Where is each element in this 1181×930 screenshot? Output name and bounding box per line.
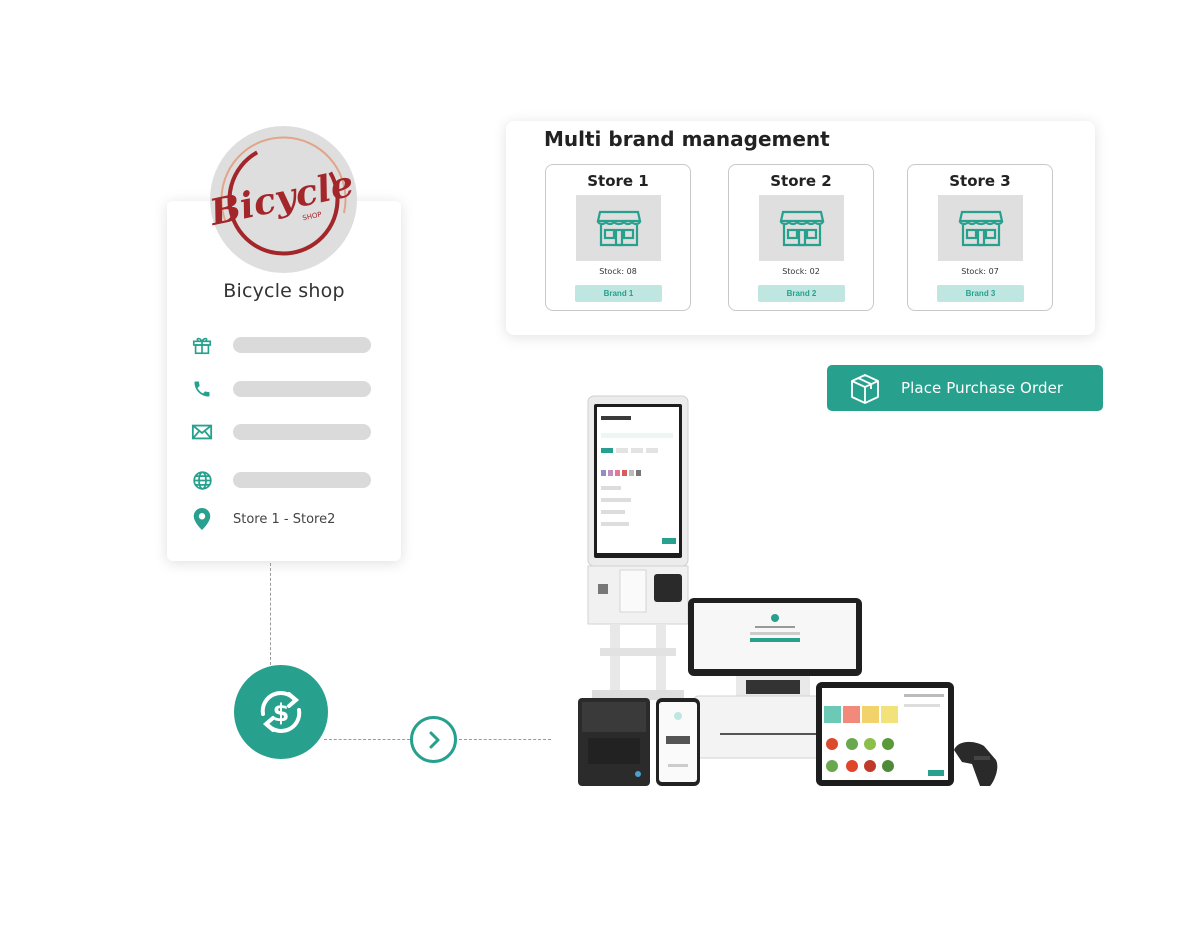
- bicycle-shop-logo: Bicycle SHOP: [210, 136, 357, 263]
- pos-terminal: [688, 598, 862, 759]
- pos-hardware-illustration: [570, 390, 1010, 795]
- info-row-gift: [190, 333, 380, 357]
- store-name: Store 3: [949, 172, 1011, 190]
- mobile-phone: [656, 698, 700, 786]
- phone-icon: [190, 377, 214, 401]
- connector-horizontal-1: [324, 739, 410, 740]
- globe-icon: [190, 468, 214, 492]
- logo-wordmark: Bicycle: [210, 163, 357, 235]
- store-card-3[interactable]: Store 3 Stock: 07 Brand 3: [907, 164, 1053, 311]
- barcode-scanner: [954, 741, 998, 786]
- next-arrow-button[interactable]: [410, 716, 457, 763]
- store-stock: Stock: 08: [599, 267, 637, 276]
- shop-logo: Bicycle SHOP: [210, 126, 357, 273]
- self-service-kiosk: [587, 395, 689, 700]
- chevron-right-icon: [429, 731, 439, 748]
- multi-brand-title: Multi brand management: [544, 127, 830, 151]
- mail-placeholder-bar: [233, 424, 371, 440]
- web-placeholder-bar: [233, 472, 371, 488]
- receipt-printer: [578, 698, 650, 786]
- store-location-text: Store 1 - Store2: [233, 511, 336, 527]
- logo-subtext: SHOP: [302, 210, 323, 222]
- svg-text:$: $: [273, 699, 290, 727]
- place-purchase-order-button[interactable]: Place Purchase Order: [827, 365, 1103, 411]
- storefront-icon: [576, 195, 661, 261]
- store-brand-badge: Brand 3: [937, 285, 1024, 302]
- info-row-mail: [190, 420, 380, 444]
- purchase-order-label: Place Purchase Order: [901, 379, 1064, 397]
- pos-tablet: [816, 682, 954, 786]
- store-name: Store 1: [587, 172, 649, 190]
- mail-icon: [190, 420, 214, 444]
- currency-sync-icon: $: [234, 665, 328, 759]
- store-brand-badge: Brand 1: [575, 285, 662, 302]
- info-row-phone: [190, 377, 380, 401]
- store-name: Store 2: [770, 172, 832, 190]
- gift-placeholder-bar: [233, 337, 371, 353]
- store-brand-badge: Brand 2: [758, 285, 845, 302]
- info-row-location: Store 1 - Store2: [190, 507, 380, 531]
- location-pin-icon: [190, 507, 214, 531]
- phone-placeholder-bar: [233, 381, 371, 397]
- store-card-1[interactable]: Store 1 Stock: 08 Brand 1: [545, 164, 691, 311]
- gift-icon: [190, 333, 214, 357]
- info-row-globe: [190, 468, 380, 492]
- store-stock: Stock: 07: [961, 267, 999, 276]
- connector-vertical: [270, 563, 271, 665]
- package-box-icon: [851, 374, 879, 404]
- store-card-2[interactable]: Store 2 Stock: 02 Brand 2: [728, 164, 874, 311]
- shop-name: Bicycle shop: [223, 280, 345, 302]
- storefront-icon: [759, 195, 844, 261]
- storefront-icon: [938, 195, 1023, 261]
- connector-horizontal-2: [459, 739, 551, 740]
- store-stock: Stock: 02: [782, 267, 820, 276]
